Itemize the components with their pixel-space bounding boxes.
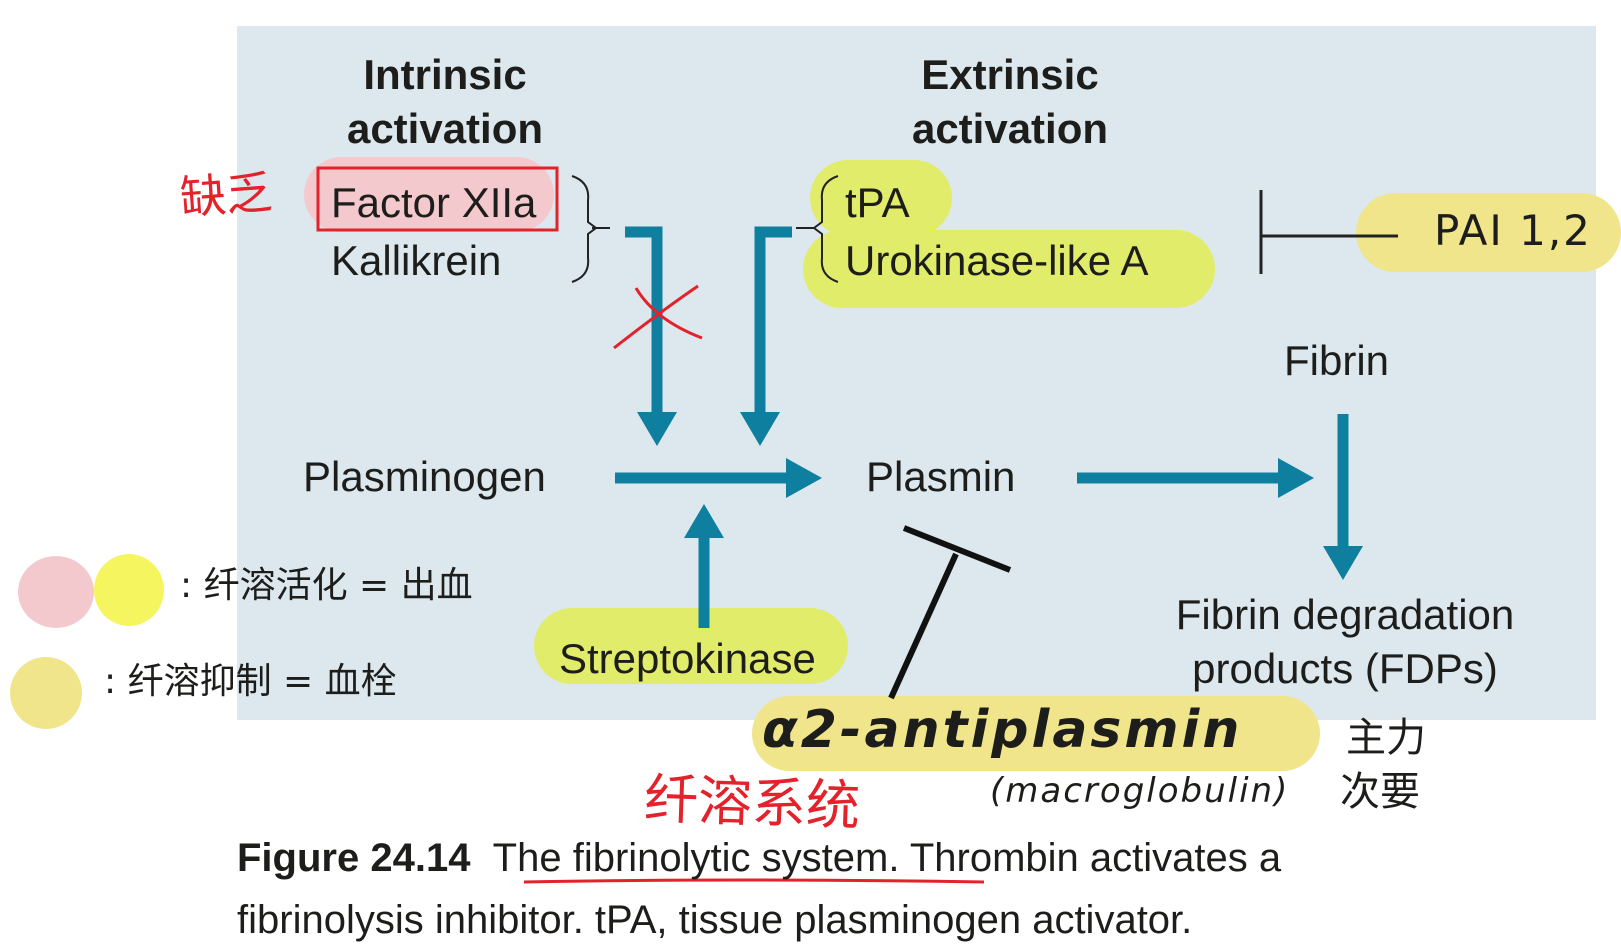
deficiency-note: 缺乏 — [178, 164, 274, 226]
antiplasmin-note: α2-antiplasmin — [762, 700, 1243, 760]
urokinase-highlight — [803, 230, 1215, 308]
pai-highlight — [1356, 193, 1621, 272]
secondary-role-note: 次要 — [1340, 769, 1420, 815]
caption-underline — [523, 878, 985, 884]
extrinsic-bracket — [812, 175, 839, 283]
antiplasmin-inhibit-bar — [902, 525, 1012, 573]
legend-activation-note: : 纤溶活化 = 出血 — [180, 565, 473, 606]
kallikrein-label: Kallikrein — [331, 237, 502, 284]
fdp-label-line1: Fibrin degradation — [1175, 591, 1515, 638]
extrinsic-heading-line2: activation — [911, 105, 1109, 152]
antiplasmin-highlight — [752, 696, 1320, 771]
extrinsic-heading: Extrinsic activation — [895, 54, 1125, 150]
fibrin-label: Fibrin — [1284, 337, 1390, 384]
tpa-highlight — [810, 160, 952, 236]
streptokinase-label: Streptokinase — [559, 635, 816, 682]
intrinsic-heading-line2: activation — [346, 105, 544, 152]
figure-title: The fibrinolytic system — [492, 836, 889, 880]
plasmin-fibrin-arrow-head — [1278, 458, 1314, 498]
intrinsic-arrow — [625, 226, 663, 420]
intrinsic-heading-line1: Intrinsic — [363, 51, 527, 98]
diagram-panel — [237, 26, 1596, 720]
fibrin-fdp-arrow-head — [1323, 546, 1363, 580]
figure-number: Figure 24.14 — [237, 836, 471, 880]
fdp-label-line2: products (FDPs) — [1192, 645, 1498, 692]
macroglobulin-note: (macroglobulin) — [990, 771, 1290, 811]
main-role-note: 主力 — [1346, 715, 1426, 761]
factor-xiia-label: Factor XIIa — [331, 179, 537, 226]
legend-gold-swatch — [10, 657, 82, 729]
intrinsic-arrow-head — [637, 412, 677, 446]
system-label-note: 纤溶系统 — [642, 767, 862, 838]
fdp-label: Fibrin degradation products (FDPs) — [1130, 594, 1560, 690]
tpa-label: tPA — [845, 179, 910, 226]
plasminogen-arrow-head — [786, 458, 822, 498]
figure-caption-line2: fibrinolysis inhibitor. tPA, tissue plas… — [237, 898, 1193, 942]
extrinsic-heading-line1: Extrinsic — [921, 51, 1099, 98]
extrinsic-arrow — [754, 226, 792, 420]
legend-inhibition-note: : 纤溶抑制 = 血栓 — [104, 661, 397, 702]
antiplasmin-inhibit-line — [888, 552, 959, 700]
plasmin-label: Plasmin — [866, 453, 1016, 500]
pai-note: PAI 1,2 — [1434, 206, 1592, 255]
legend-yellow-swatch — [94, 554, 164, 626]
intrinsic-heading: Intrinsic activation — [330, 54, 560, 150]
blocked-cross-mark — [613, 284, 703, 350]
caption-text-line1: . Thrombin activates a — [888, 836, 1282, 880]
legend-pink-swatch — [18, 556, 94, 628]
factor-xiia-box — [316, 166, 559, 232]
figure-caption-line1: Figure 24.14 The fibrinolytic system. Th… — [237, 836, 1281, 881]
plasminogen-label: Plasminogen — [303, 453, 546, 500]
extrinsic-arrow-head — [740, 412, 780, 446]
streptokinase-highlight — [534, 608, 848, 684]
streptokinase-arrow-head — [684, 504, 724, 538]
urokinase-label: Urokinase-like A — [845, 237, 1149, 284]
